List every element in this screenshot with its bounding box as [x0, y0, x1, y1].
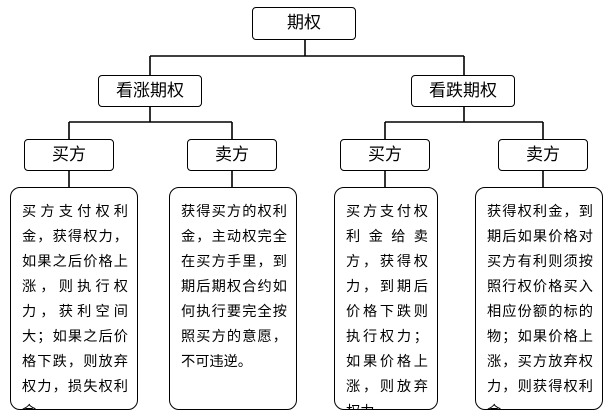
node-call-option: 看涨期权	[98, 75, 202, 107]
description-call-seller: 获得买方的权利金，主动权完全在买方手里，到期后期权合约如何执行要完全按照买方的意…	[169, 187, 297, 410]
node-put-option: 看跌期权	[411, 75, 515, 107]
node-call-seller: 卖方	[187, 139, 277, 171]
node-call-buyer: 买方	[24, 139, 114, 171]
root-node-options: 期权	[252, 7, 356, 40]
description-put-buyer: 买方支付权利金给卖方，获得权力，到期后价格下跌则执行权力；如果价格上涨，则放弃权…	[334, 187, 438, 410]
description-call-buyer: 买方支付权利金，获得权力，如果之后价格上涨，则执行权力，获利空间大；如果之后价格…	[10, 187, 138, 410]
node-put-seller: 卖方	[498, 139, 588, 171]
description-put-seller: 获得权利金，到期后如果价格对买方有利则须按照行权价格买入相应份额的标的物；如果价…	[475, 187, 603, 410]
node-put-buyer: 买方	[340, 139, 430, 171]
